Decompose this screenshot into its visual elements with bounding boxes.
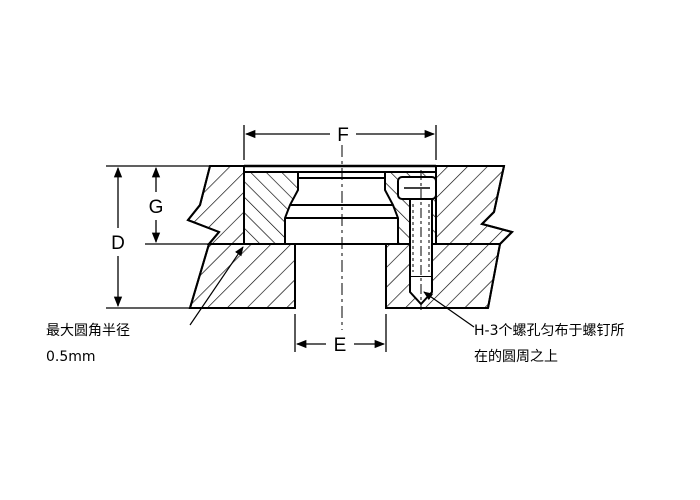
holes-note-line1: H-3个螺孔匀布于螺钉所 xyxy=(474,323,625,339)
dimension-G-label: G xyxy=(149,197,164,218)
dimension-D: D xyxy=(106,166,190,309)
holes-note-line2: 在的圆周之上 xyxy=(474,349,558,365)
dimension-E: E xyxy=(294,314,387,356)
dimension-E-label: E xyxy=(334,335,347,356)
dimension-D-label: D xyxy=(111,233,125,254)
base-upper-left xyxy=(186,165,245,245)
through-bore xyxy=(285,145,398,330)
dimension-F-label: F xyxy=(337,125,349,146)
dimension-G: G xyxy=(106,165,210,245)
holes-note: H-3个螺孔匀布于螺钉所 在的圆周之上 xyxy=(423,291,625,365)
radius-note-line2: 0.5mm xyxy=(46,349,96,365)
radius-note: 最大圆角半径 0.5mm xyxy=(46,246,244,365)
radius-note-line1: 最大圆角半径 xyxy=(46,323,130,339)
break-line-right xyxy=(480,165,514,309)
base-lower-block-right xyxy=(385,243,502,309)
break-line-left xyxy=(186,165,221,309)
insert-left-half xyxy=(243,171,299,245)
dimension-F: F xyxy=(243,125,437,160)
